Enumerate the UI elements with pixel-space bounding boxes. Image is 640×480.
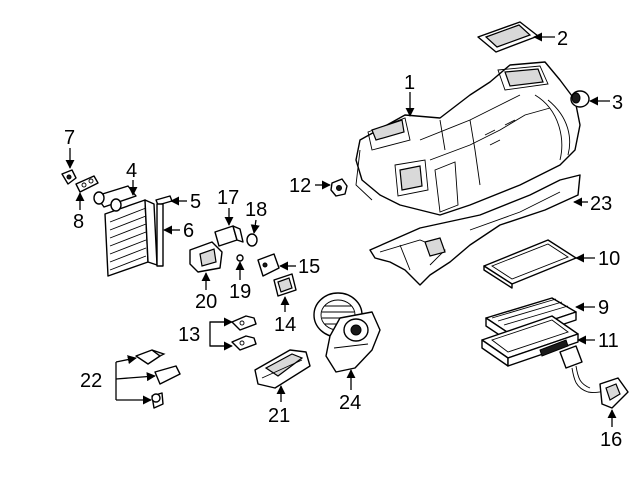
clip-part-7 xyxy=(61,169,77,185)
callout-10: 10 xyxy=(598,248,620,270)
seal-part-14 xyxy=(273,273,297,297)
callout-1: 1 xyxy=(404,72,415,94)
leader-13-bracket xyxy=(209,321,230,347)
callout-5: 5 xyxy=(190,191,201,213)
callout-18: 18 xyxy=(245,199,267,221)
heater-core-part-4 xyxy=(93,185,158,277)
adapter-part-20 xyxy=(189,241,223,273)
housing-base-part-21 xyxy=(254,349,311,389)
callout-12: 12 xyxy=(289,175,311,197)
bulb-part-18 xyxy=(246,233,258,247)
callout-2: 2 xyxy=(557,28,568,50)
plug-part-3 xyxy=(570,90,590,108)
filter-housing-part-11 xyxy=(481,315,579,367)
callout-7: 7 xyxy=(64,127,75,149)
callout-4: 4 xyxy=(126,160,137,182)
o-ring-part-19 xyxy=(236,254,244,262)
hvac-housing-part-1 xyxy=(355,61,581,216)
leader-18 xyxy=(250,219,260,234)
lower-duct-part-23 xyxy=(369,174,581,286)
callout-3: 3 xyxy=(612,92,623,114)
callout-16: 16 xyxy=(600,429,622,451)
callout-14: 14 xyxy=(274,314,296,336)
callout-15: 15 xyxy=(298,256,320,278)
switch-part-15 xyxy=(257,253,280,277)
leader-22b xyxy=(115,372,156,382)
tube-part-6 xyxy=(156,203,164,267)
leader-lines xyxy=(65,32,617,427)
callout-17: 17 xyxy=(217,187,239,209)
seal-part-8 xyxy=(75,175,99,193)
callout-labels: 1 2 3 4 5 6 7 8 9 10 11 12 13 14 15 16 1… xyxy=(64,28,623,451)
callout-11: 11 xyxy=(598,330,619,352)
gasket-part-2 xyxy=(477,21,539,53)
callout-8: 8 xyxy=(73,211,84,233)
callout-6: 6 xyxy=(183,220,194,242)
callout-9: 9 xyxy=(598,297,609,319)
filter-frame-part-10 xyxy=(483,239,577,289)
callout-20: 20 xyxy=(195,291,217,313)
callout-23: 23 xyxy=(590,193,612,215)
resistor-part-17 xyxy=(214,225,244,247)
callout-21: 21 xyxy=(268,405,290,427)
callout-24: 24 xyxy=(339,392,361,414)
leader-22a xyxy=(115,355,137,365)
blower-motor-part-24 xyxy=(313,292,381,373)
callout-22: 22 xyxy=(80,370,102,392)
clips-part-13 xyxy=(231,315,257,351)
callout-13: 13 xyxy=(178,324,200,346)
clip-part-12 xyxy=(330,178,348,197)
callout-19: 19 xyxy=(229,281,251,303)
wire-harness-part-16 xyxy=(559,345,629,409)
hardware-part-22 xyxy=(135,349,181,409)
